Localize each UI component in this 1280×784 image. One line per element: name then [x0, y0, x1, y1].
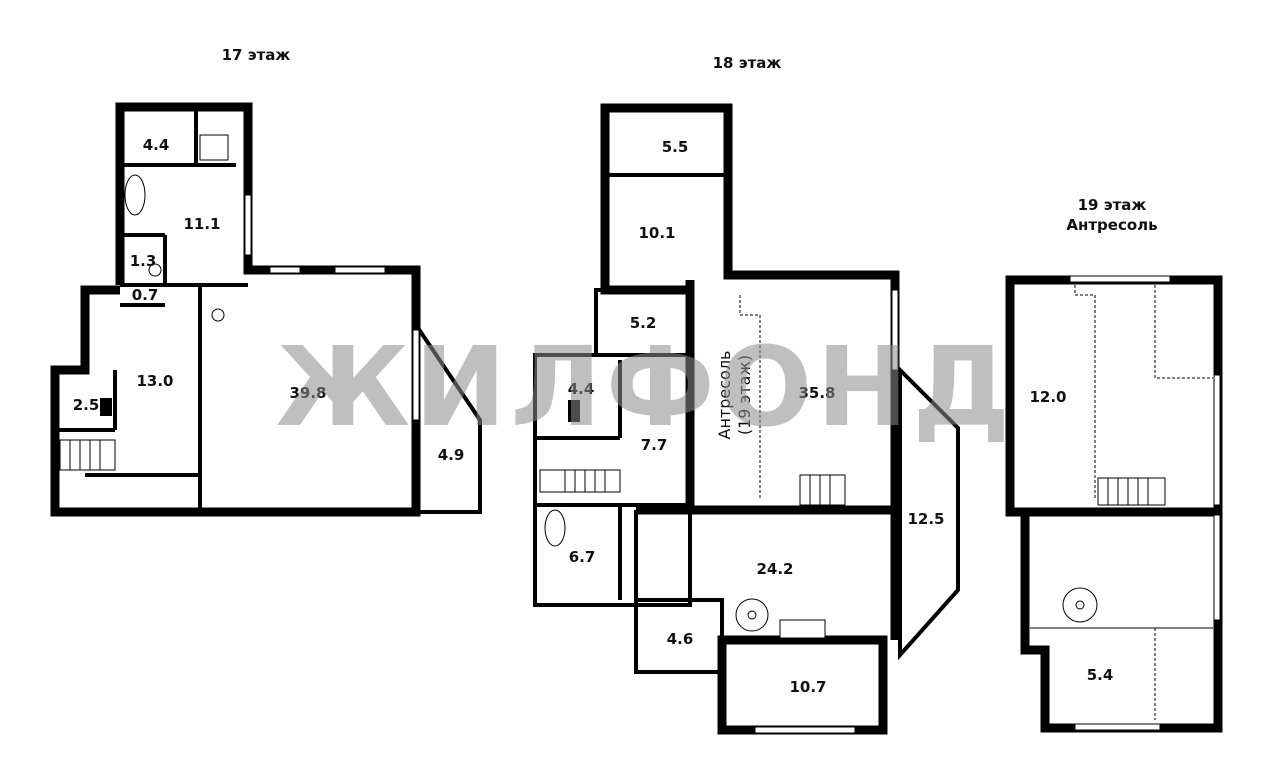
floor-18-plan	[533, 103, 960, 735]
room-area: 2.5	[73, 396, 100, 414]
floor-17-plan	[50, 102, 482, 517]
room-area: 0.7	[132, 286, 159, 304]
room-area: 11.1	[183, 215, 220, 233]
floor-18-title: 18 этаж	[713, 54, 782, 72]
room-area: 4.4	[568, 380, 595, 398]
room-area: 5.5	[662, 138, 689, 156]
room-area: 5.4	[1087, 666, 1114, 684]
room-area: 10.7	[789, 678, 826, 696]
mezzanine-note: Антресоль (19 этаж)	[715, 351, 754, 440]
floor-17-title: 17 этаж	[222, 46, 291, 64]
room-area: 1.3	[130, 252, 157, 270]
svg-text:Антресоль: Антресоль	[715, 351, 734, 440]
room-area: 4.6	[667, 630, 694, 648]
room-area: 24.2	[756, 560, 793, 578]
room-area: 4.9	[438, 446, 465, 464]
room-area: 7.7	[641, 436, 668, 454]
floor-19-title-line1: 19 этаж	[1078, 196, 1147, 214]
floor-19-plan	[1005, 275, 1223, 733]
room-area: 13.0	[136, 372, 173, 390]
room-area: 12.5	[907, 510, 944, 528]
svg-text:(19 этаж): (19 этаж)	[735, 355, 754, 435]
room-area: 35.8	[798, 384, 835, 402]
room-area: 6.7	[569, 548, 596, 566]
room-area: 4.4	[143, 136, 170, 154]
room-area: 10.1	[638, 224, 675, 242]
room-area: 12.0	[1029, 388, 1066, 406]
room-area: 5.2	[630, 314, 657, 332]
room-area: 39.8	[289, 384, 326, 402]
floor-19-title-line2: Антресоль	[1066, 216, 1157, 234]
watermark-logo: ЖИЛФОНД	[276, 323, 1015, 451]
